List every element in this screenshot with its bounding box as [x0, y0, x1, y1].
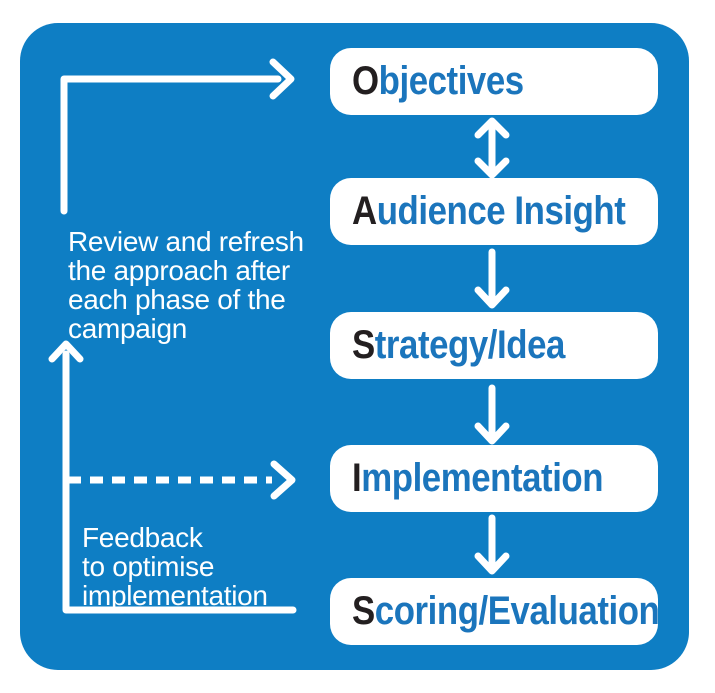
stage-initial: S: [352, 323, 375, 367]
stage-box-audience-insight: Audience Insight: [330, 178, 658, 245]
stage-box-objectives: Objectives: [330, 48, 658, 115]
note-line: each phase of the: [68, 284, 286, 315]
note-line: to optimise: [82, 551, 215, 582]
stage-rest: udience Insight: [376, 189, 626, 233]
stage-rest: bjectives: [378, 59, 524, 103]
down-arrow-icon: [474, 514, 510, 575]
stage-rest: trategy/Idea: [374, 323, 566, 367]
note-line: Feedback: [82, 522, 203, 553]
stage-rest: mplementation: [361, 456, 604, 500]
diagram-panel: Objectives Audience Insight Strategy/Ide…: [20, 23, 689, 670]
stage-label: Strategy/Idea: [352, 323, 565, 368]
stage-label: Implementation: [352, 456, 604, 501]
stage-initial: A: [352, 189, 377, 233]
down-arrow-icon: [474, 248, 510, 309]
note-line: the approach after: [68, 255, 290, 286]
stage-rest: coring/Evaluation: [374, 589, 660, 633]
feedback-return-up-arrow-icon: [48, 340, 297, 614]
stage-box-implementation: Implementation: [330, 445, 658, 512]
arrows-layer: [48, 58, 510, 614]
double-headed-vertical-arrow-icon: [474, 117, 510, 179]
review-refresh-note: Review and refresh the approach after ea…: [68, 227, 304, 343]
stage-initial: I: [352, 456, 362, 500]
stage-initial: O: [352, 59, 379, 103]
review-loop-arrow-icon: [60, 58, 295, 215]
stage-box-scoring-evaluation: Scoring/Evaluation: [330, 578, 660, 645]
note-line: campaign: [68, 313, 188, 344]
stage-box-strategy-idea: Strategy/Idea: [330, 312, 658, 379]
stage-label: Objectives: [352, 59, 524, 104]
note-line: Review and refresh: [68, 226, 304, 257]
feedback-dashed-arrow-icon: [68, 460, 296, 500]
stage-initial: S: [352, 589, 375, 633]
note-line: implementation: [82, 580, 268, 611]
stage-label: Audience Insight: [352, 189, 626, 234]
stage-label: Scoring/Evaluation: [352, 589, 660, 634]
feedback-note: Feedback to optimise implementation: [82, 523, 268, 610]
down-arrow-icon: [474, 384, 510, 445]
